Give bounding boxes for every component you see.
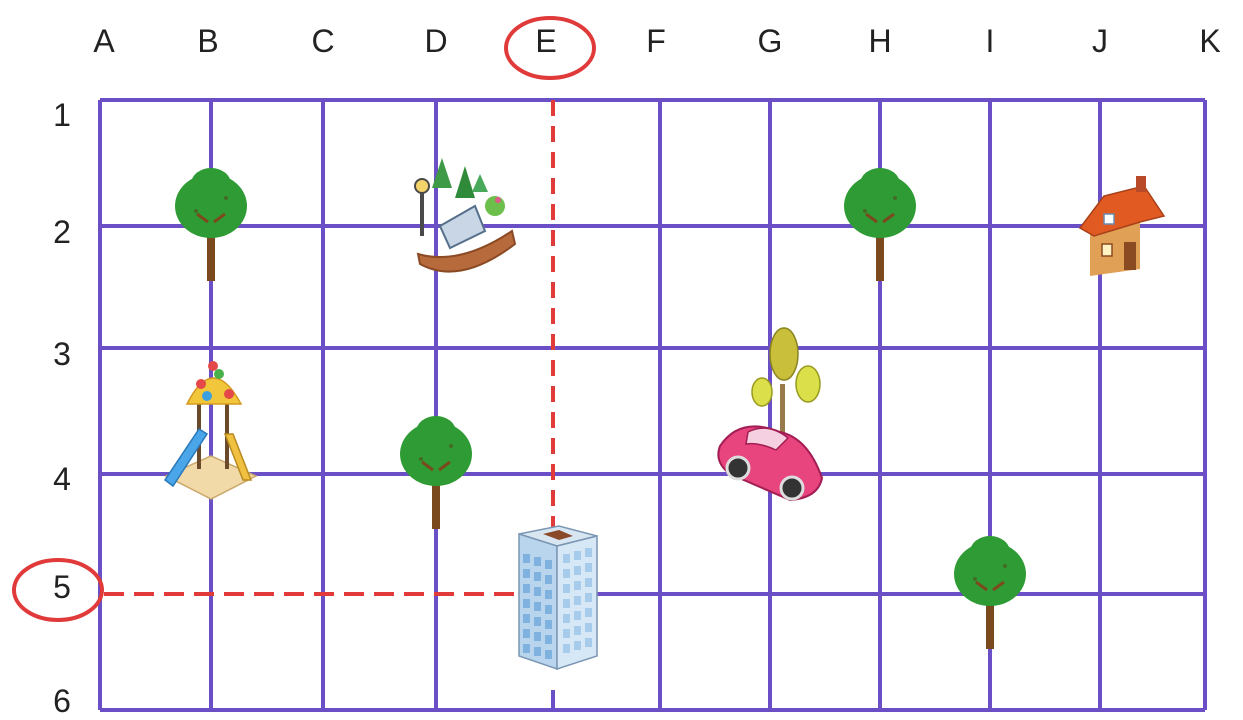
row-label-1: 1 xyxy=(53,97,71,133)
column-label-I: I xyxy=(986,23,995,59)
column-label-J: J xyxy=(1092,23,1108,59)
column-label-E: E xyxy=(535,23,556,59)
tree-icon xyxy=(175,168,247,281)
row-label-6: 6 xyxy=(53,683,71,715)
column-label-C: C xyxy=(311,23,334,59)
tree-icon xyxy=(400,416,472,529)
column-label-F: F xyxy=(646,23,666,59)
row-label-2: 2 xyxy=(53,214,71,250)
column-label-K: K xyxy=(1199,23,1220,59)
row-label-5: 5 xyxy=(53,569,71,605)
grid-lines xyxy=(100,100,1205,710)
tree-icon xyxy=(954,536,1026,649)
column-label-G: G xyxy=(758,23,783,59)
row-label-3: 3 xyxy=(53,336,71,372)
column-label-D: D xyxy=(424,23,447,59)
row-label-4: 4 xyxy=(53,461,71,497)
column-label-B: B xyxy=(197,23,218,59)
column-labels: A B C D E F G H I J K xyxy=(93,23,1220,59)
row-labels: 1 2 3 4 5 6 xyxy=(53,97,71,715)
tree-icon xyxy=(844,168,916,281)
column-label-A: A xyxy=(93,23,115,59)
column-label-H: H xyxy=(868,23,891,59)
office-building-icon xyxy=(519,526,597,669)
park-bench-icon xyxy=(415,158,515,272)
